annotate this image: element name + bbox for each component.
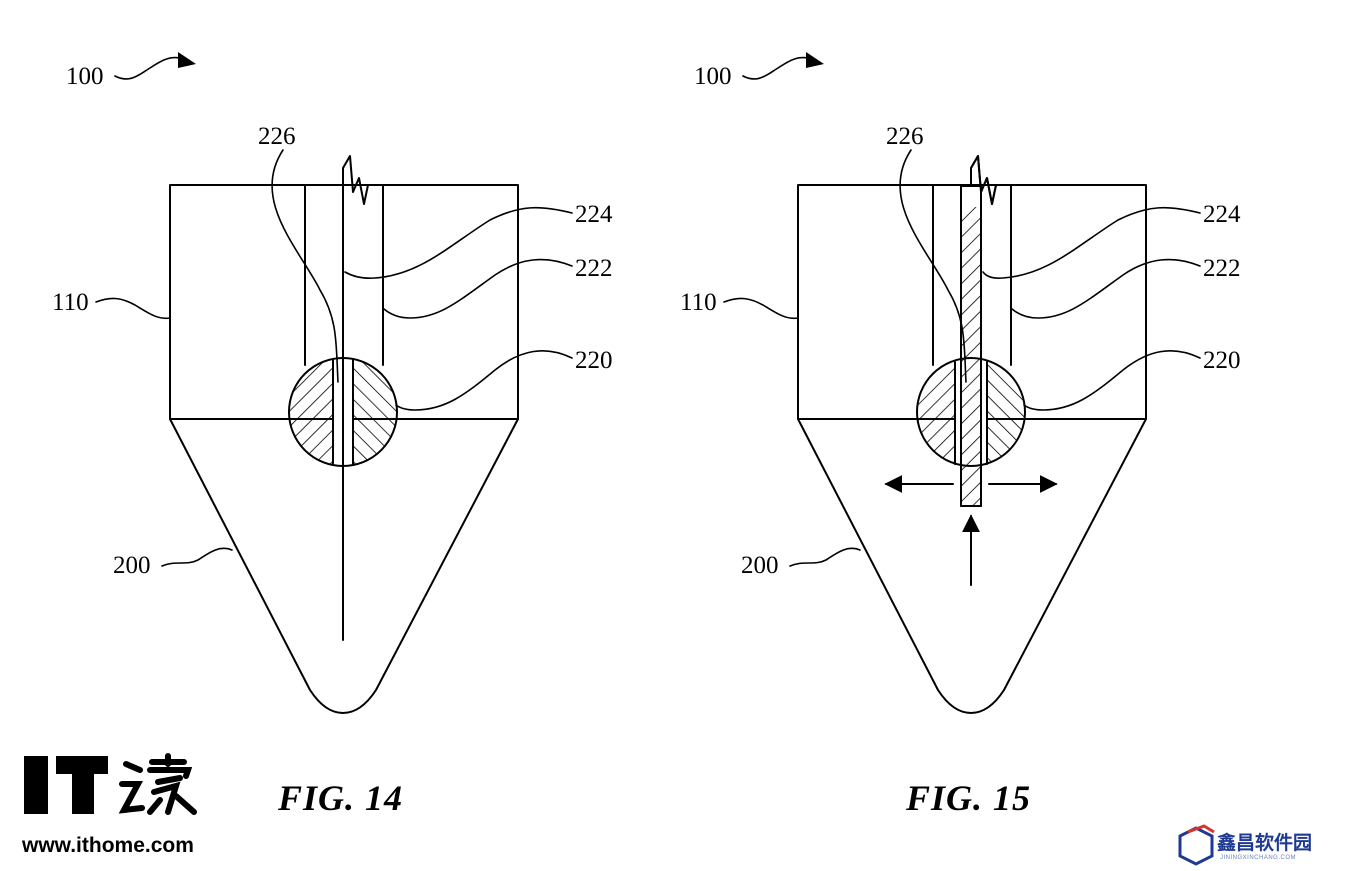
leader-110: [723, 297, 799, 320]
label-channel-222: 222: [1203, 255, 1241, 282]
leader-100: [742, 56, 815, 80]
ball-220-hatch: [917, 358, 1025, 466]
label-tip-200: 200: [741, 552, 779, 579]
leader-224: [982, 206, 1201, 279]
label-housing-110: 110: [680, 289, 717, 316]
ithome-logo: www.ithome.com: [21, 753, 197, 857]
xinchang-url: JININGXINCHANG.COM: [1220, 855, 1296, 861]
leader-100: [114, 56, 187, 80]
xinchang-watermark: 鑫昌软件园 JININGXINCHANG.COM: [1178, 824, 1312, 866]
figure-14: 100 226 224 222 220 110: [52, 52, 613, 818]
leader-220: [395, 350, 573, 411]
figure-15: 100 226 224 222 2: [680, 52, 1241, 818]
leader-200: [161, 547, 233, 567]
label-rod-224: 224: [575, 201, 613, 228]
label-rod-224: 224: [1203, 201, 1241, 228]
xinchang-cube-icon: [1178, 826, 1214, 866]
leader-222: [1011, 258, 1201, 319]
caption-fig-14: FIG. 14: [277, 778, 403, 818]
leader-226: [271, 149, 339, 383]
leader-200: [789, 547, 861, 567]
leader-110: [95, 297, 171, 320]
label-tip-200: 200: [113, 552, 151, 579]
rod-break: [342, 155, 369, 205]
tip-200: [797, 418, 1147, 714]
label-slot-226: 226: [886, 123, 924, 150]
leader-224: [344, 206, 573, 279]
label-ball-220: 220: [575, 347, 613, 374]
tip-200: [169, 418, 519, 714]
label-ball-220: 220: [1203, 347, 1241, 374]
ball-220: [916, 357, 1026, 467]
ithome-logo-i: [24, 756, 48, 814]
ithome-logo-glyph-2: [147, 753, 197, 815]
leader-226: [899, 149, 967, 383]
label-housing-110: 110: [52, 289, 89, 316]
xinchang-name: 鑫昌软件园: [1216, 831, 1312, 854]
ithome-url: www.ithome.com: [21, 834, 194, 857]
leader-222: [383, 258, 573, 319]
caption-fig-15: FIG. 15: [905, 778, 1031, 818]
label-channel-222: 222: [575, 255, 613, 282]
label-slot-226: 226: [258, 123, 296, 150]
label-assembly-100: 100: [694, 63, 732, 90]
leader-220: [1023, 350, 1201, 411]
ithome-logo-glyph-1: [118, 761, 145, 814]
leader-100-arrowhead: [178, 52, 196, 68]
label-assembly-100: 100: [66, 63, 104, 90]
leader-100-arrowhead: [806, 52, 824, 68]
ithome-logo-t: [72, 756, 94, 814]
